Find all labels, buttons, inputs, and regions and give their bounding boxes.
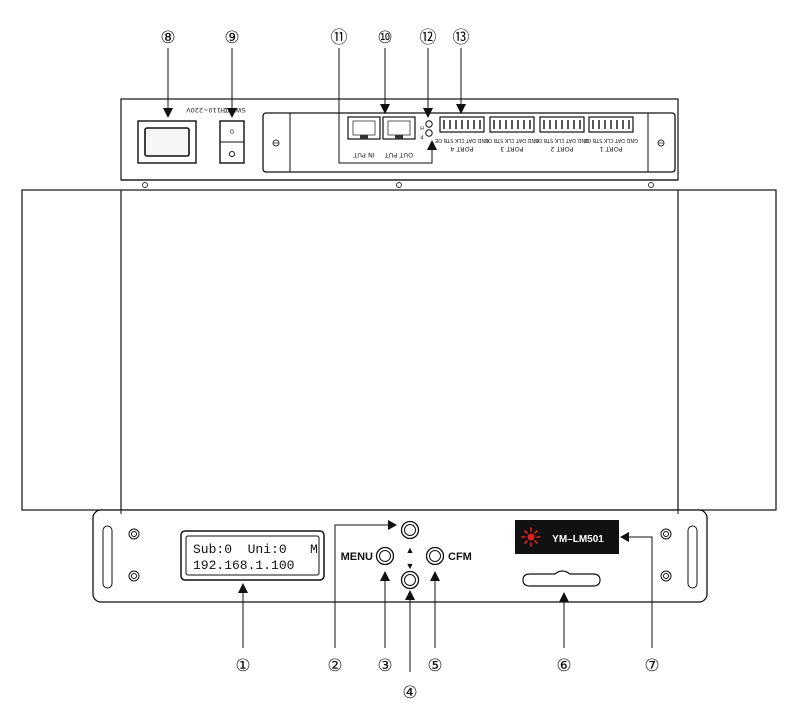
down-button[interactable] <box>400 570 420 590</box>
switch-on-mark: 0 <box>230 128 234 136</box>
port-name-label: PORT 2 <box>550 145 573 153</box>
callout-numbers: ① ② ③ ④ ⑤ ⑥ ⑦ ⑧ ⑨ ⑪ ⑩ ⑫ ⑬ <box>160 28 659 703</box>
port-pins-label: GND DAT CLK STB OE <box>535 137 589 143</box>
output-port-label: OUT PUT <box>385 151 414 159</box>
port-name-label: PORT 4 <box>450 145 473 153</box>
callout-10: ⑩ <box>377 28 392 48</box>
callout-3: ③ <box>377 656 392 676</box>
connector-plate: IN PUT OUT PUT H P GND DAT CLK STB OE PO… <box>262 112 676 173</box>
cfm-label: CFM <box>448 551 472 563</box>
callout-12: ⑫ <box>420 28 437 48</box>
logo-plate: YM–LM501 <box>515 520 619 554</box>
port-name-label: PORT 3 <box>500 145 523 153</box>
power-label: AC 110~220V <box>186 106 232 114</box>
lcd-line-1: Sub:0 Uni:0 M <box>193 542 318 557</box>
led-label-p: P <box>420 133 423 139</box>
handle-slot <box>522 570 601 587</box>
rear-panel: AC 110~220V SWITCH 0 <box>120 98 679 191</box>
output-port-3[interactable]: GND DAT CLK STB OE PORT 3 <box>485 116 539 153</box>
port-pins-label: GND DAT CLK STB OE <box>485 137 539 143</box>
callout-1: ① <box>235 656 250 676</box>
input-port-label: IN PUT <box>353 151 375 159</box>
screw-icon <box>272 139 665 147</box>
output-port-2[interactable]: GND DAT CLK STB OE PORT 2 <box>535 116 589 153</box>
callout-4: ④ <box>402 683 417 703</box>
callout-7: ⑦ <box>644 656 659 676</box>
led-label-h: H <box>420 124 424 130</box>
callout-5: ⑤ <box>427 656 442 676</box>
down-arrow-icon: ▼ <box>406 561 415 571</box>
menu-label: MENU <box>341 551 373 563</box>
power-socket: AC 110~220V <box>137 106 232 164</box>
rack-ear-left <box>102 525 140 589</box>
cfm-button[interactable] <box>425 546 445 566</box>
chassis-top-view <box>21 189 777 511</box>
rack-ear-right <box>660 525 698 589</box>
callout-6: ⑥ <box>556 656 571 676</box>
up-arrow-icon: ▲ <box>406 545 415 555</box>
port-pins-label: GND DAT CLK STB OE <box>435 137 489 143</box>
callout-8: ⑧ <box>160 28 175 48</box>
callout-2: ② <box>327 656 342 676</box>
status-leds: H P <box>420 120 433 139</box>
screw-icon <box>142 182 654 188</box>
port-pins-label: GND DAT CLK STB OE <box>584 137 638 143</box>
leader-lines <box>167 48 653 672</box>
port-name-label: PORT 1 <box>599 145 622 153</box>
menu-button[interactable] <box>375 546 395 566</box>
leader-arrowheads <box>163 104 629 602</box>
output-port-4[interactable]: GND DAT CLK STB OE PORT 4 <box>435 116 489 153</box>
rj45-in-port[interactable] <box>347 116 381 140</box>
rj45-out-port[interactable] <box>382 116 416 140</box>
logo-star-icon <box>521 527 541 547</box>
logo-text: YM–LM501 <box>552 534 604 545</box>
front-panel: Sub:0 Uni:0 M 192.168.1.100 ▲ ▼ MENU CFM <box>92 509 708 603</box>
lcd-display: Sub:0 Uni:0 M 192.168.1.100 <box>180 530 325 581</box>
callout-13: ⑬ <box>453 28 470 48</box>
lcd-line-2: 192.168.1.100 <box>193 558 294 573</box>
callout-11: ⑪ <box>331 28 348 48</box>
up-button[interactable] <box>400 520 420 540</box>
output-port-1[interactable]: GND DAT CLK STB OE PORT 1 <box>584 116 638 153</box>
callout-9: ⑨ <box>224 28 239 48</box>
